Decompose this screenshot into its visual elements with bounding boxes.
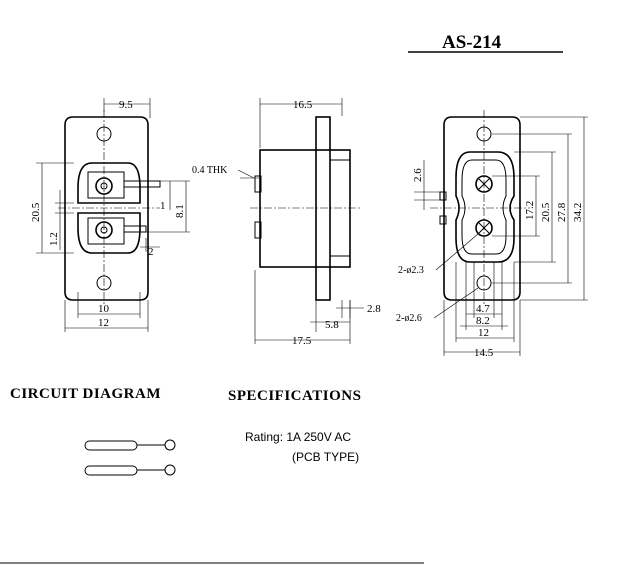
svg-text:12: 12 <box>98 317 109 329</box>
svg-text:14.5: 14.5 <box>474 347 494 359</box>
svg-text:8.2: 8.2 <box>476 315 490 327</box>
specifications-heading: SPECIFICATIONS <box>228 388 361 404</box>
svg-text:17.5: 17.5 <box>292 335 312 347</box>
svg-text:5.8: 5.8 <box>325 319 339 331</box>
svg-text:17.2: 17.2 <box>524 201 536 220</box>
svg-text:4.7: 4.7 <box>476 303 490 315</box>
svg-text:2-ø2.6: 2-ø2.6 <box>396 313 422 324</box>
svg-text:8.1: 8.1 <box>174 204 186 218</box>
svg-text:34.2: 34.2 <box>572 203 584 222</box>
svg-text:2.8: 2.8 <box>367 303 381 315</box>
svg-text:9.5: 9.5 <box>119 99 133 111</box>
svg-text:2: 2 <box>148 246 154 258</box>
type-text: (PCB TYPE) <box>292 450 359 464</box>
part-number-title: AS-214 <box>442 32 502 53</box>
back-view: 2.6 17.2 20.5 27.8 34.2 2-ø2.3 2-ø2.6 4.… <box>396 110 588 359</box>
circuit-diagram <box>84 439 176 476</box>
svg-text:16.5: 16.5 <box>293 99 313 111</box>
circuit-diagram-heading: CIRCUIT DIAGRAM <box>10 386 161 402</box>
rating-text: Rating: 1A 250V AC <box>245 430 351 444</box>
svg-text:27.8: 27.8 <box>556 202 568 222</box>
svg-text:1: 1 <box>160 200 166 212</box>
front-view: 9.5 20.5 1.2 8.1 1 2 10 12 <box>30 98 190 332</box>
svg-text:12: 12 <box>478 327 489 339</box>
svg-text:20.5: 20.5 <box>30 202 42 222</box>
svg-text:10: 10 <box>98 303 110 315</box>
svg-text:0.4 THK: 0.4 THK <box>192 165 228 176</box>
svg-text:1.2: 1.2 <box>48 232 60 246</box>
svg-text:2.6: 2.6 <box>412 168 424 182</box>
side-view: 16.5 0.4 THK 2.8 5.8 17.5 <box>192 98 381 347</box>
svg-text:20.5: 20.5 <box>540 202 552 222</box>
svg-text:2-ø2.3: 2-ø2.3 <box>398 265 424 276</box>
